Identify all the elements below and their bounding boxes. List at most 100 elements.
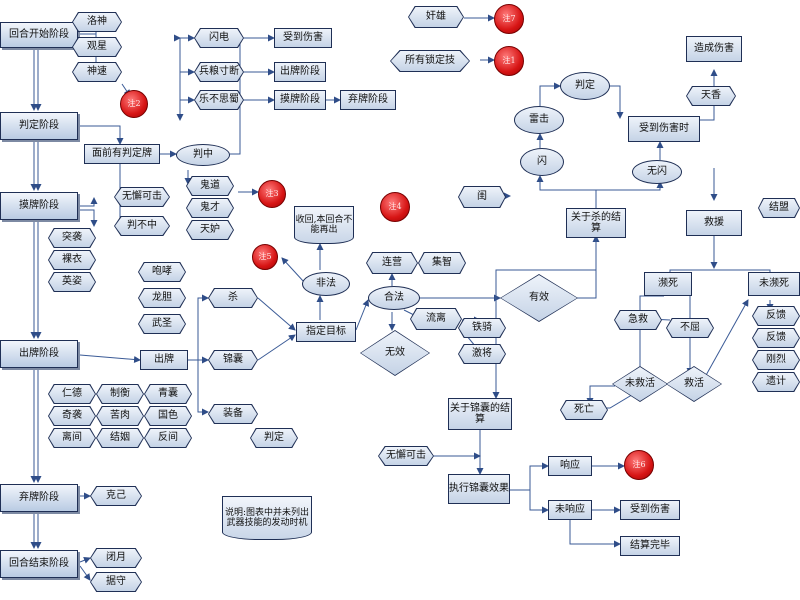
result-box[interactable]: 弃牌阶段	[340, 90, 396, 110]
result-label: 摸牌阶段	[280, 94, 320, 106]
result-box[interactable]: 摸牌阶段	[274, 90, 326, 110]
target-box[interactable]: 指定目标	[296, 322, 356, 342]
result-label: 出牌阶段	[280, 66, 320, 78]
resolved-box[interactable]: 结算完毕	[620, 536, 680, 556]
judge-card-box[interactable]: 面前有判定牌	[84, 144, 160, 164]
result-box[interactable]: 受到伤害	[274, 28, 332, 48]
skill-node[interactable]: 天妒	[186, 220, 234, 240]
skill-node[interactable]: 反间	[144, 428, 192, 448]
skill-node[interactable]: 咆哮	[138, 262, 186, 282]
shan-node[interactable]: 闪	[520, 148, 564, 176]
skill-node[interactable]: 青囊	[144, 384, 192, 404]
leiji-node[interactable]: 雷击	[514, 106, 564, 134]
skill-node[interactable]: 反馈	[752, 306, 800, 326]
skill-node[interactable]: 离间	[48, 428, 96, 448]
skill-node[interactable]: 反馈	[752, 328, 800, 348]
skill-node[interactable]: 判定	[250, 428, 298, 448]
death-node[interactable]: 死亡	[560, 400, 608, 420]
skill-node[interactable]: 裸衣	[48, 250, 96, 270]
stage-play-node[interactable]: 出牌阶段	[0, 340, 78, 368]
skill-node[interactable]: 闺	[458, 186, 506, 208]
respond-box[interactable]: 响应	[548, 456, 592, 476]
card-node[interactable]: 乐不思蜀	[194, 90, 244, 110]
skill-node[interactable]: 据守	[90, 572, 142, 592]
stage-draw-node[interactable]: 摸牌阶段	[0, 192, 78, 220]
skill-node[interactable]: 龙胆	[138, 288, 186, 308]
skill-node[interactable]: 集智	[418, 252, 466, 274]
stage-end-node[interactable]: 回合结束阶段	[0, 550, 78, 578]
skill-node[interactable]: 仁德	[48, 384, 96, 404]
sha-resolve-box[interactable]: 关于杀的结算	[566, 208, 626, 238]
skill-label: 判定	[251, 429, 297, 447]
panding-node[interactable]: 判定	[560, 72, 610, 100]
no-respond-box[interactable]: 未响应	[548, 500, 592, 520]
deal-damage-box[interactable]: 造成伤害	[686, 36, 742, 62]
trick-resolve-box[interactable]: 关于锦囊的结算	[448, 398, 512, 430]
skill-node[interactable]: 连营	[366, 252, 418, 274]
resolved-label: 结算完毕	[630, 540, 670, 552]
trick-exec-box[interactable]: 执行锦囊效果	[448, 474, 510, 504]
stage-judge-label: 判定阶段	[19, 120, 59, 132]
skill-label: 咆哮	[139, 263, 185, 281]
card-type-node[interactable]: 锦囊	[208, 350, 258, 370]
skill-node[interactable]: 观星	[72, 37, 122, 57]
not-dying-box[interactable]: 未濒死	[748, 272, 800, 296]
judge-hit-node[interactable]: 判中	[176, 144, 230, 166]
wuxie-node[interactable]: 无懈可击	[114, 187, 170, 207]
card-node[interactable]: 闪电	[194, 28, 244, 48]
take-damage-box[interactable]: 受到伤害时	[628, 116, 700, 142]
skill-node[interactable]: 克己	[90, 486, 142, 506]
skill-label: 反馈	[753, 329, 799, 347]
result-box[interactable]: 出牌阶段	[274, 62, 326, 82]
skill-node[interactable]: 激将	[458, 344, 506, 364]
skill-label: 青囊	[145, 385, 191, 403]
illegal-node[interactable]: 非法	[302, 272, 350, 296]
card-type-node[interactable]: 装备	[208, 404, 258, 424]
skill-node[interactable]: 国色	[144, 406, 192, 426]
stage-discard-node[interactable]: 弃牌阶段	[0, 484, 78, 512]
judge-miss-label: 判不中	[115, 217, 169, 235]
legal-node[interactable]: 合法	[368, 286, 420, 310]
deduct-hp-label: 救援	[704, 217, 724, 229]
result-box[interactable]: 受到伤害	[620, 500, 680, 520]
skill-node[interactable]: 铁骑	[458, 318, 506, 338]
skill-node[interactable]: 神速	[72, 62, 122, 82]
skill-node[interactable]: 流离	[410, 308, 462, 330]
dying-box[interactable]: 濒死	[644, 272, 692, 296]
skill-node[interactable]: 结姻	[96, 428, 144, 448]
skill-node[interactable]: 鬼才	[186, 198, 234, 218]
card-type-node[interactable]: 杀	[208, 288, 258, 308]
deduct-hp-box[interactable]: 救援	[686, 210, 742, 236]
skill-label: 反馈	[753, 307, 799, 325]
stage-start-node[interactable]: 回合开始阶段	[0, 22, 78, 48]
skill-node[interactable]: 不屈	[666, 318, 714, 338]
skill-node[interactable]: 闭月	[90, 548, 142, 568]
skill-node[interactable]: 英姿	[48, 272, 96, 292]
skill-node[interactable]: 结盟	[758, 198, 800, 218]
skill-node[interactable]: 制衡	[96, 384, 144, 404]
card-node[interactable]: 兵粮寸断	[194, 62, 244, 82]
skill-node[interactable]: 鬼道	[186, 176, 234, 196]
skill-node[interactable]: 刚烈	[752, 350, 800, 370]
stage-judge-node[interactable]: 判定阶段	[0, 112, 78, 140]
skill-node[interactable]: 急救	[614, 310, 662, 330]
skill-node[interactable]: 洛神	[72, 12, 122, 32]
no-shan-node[interactable]: 无闪	[632, 160, 682, 184]
skill-node[interactable]: 遗计	[752, 372, 800, 392]
skill-node[interactable]: 奇袭	[48, 406, 96, 426]
skill-node[interactable]: 武圣	[138, 314, 186, 334]
judge-miss-node[interactable]: 判不中	[114, 216, 170, 236]
skill-label: 裸衣	[49, 251, 95, 269]
stage-start-label: 回合开始阶段	[9, 29, 69, 41]
skill-node[interactable]: 天香	[686, 86, 736, 106]
wuxie-node[interactable]: 无懈可击	[378, 446, 434, 466]
skill-node[interactable]: 苦肉	[96, 406, 144, 426]
skill-node[interactable]: 突袭	[48, 228, 96, 248]
stage-end-label: 回合结束阶段	[9, 558, 69, 570]
skill-node[interactable]: 所有锁定技	[390, 50, 470, 72]
sha-resolve-label: 关于杀的结算	[571, 211, 621, 235]
play-card-box[interactable]: 出牌	[140, 350, 188, 370]
skill-node[interactable]: 奸雄	[408, 6, 464, 28]
death-label: 死亡	[561, 401, 607, 419]
